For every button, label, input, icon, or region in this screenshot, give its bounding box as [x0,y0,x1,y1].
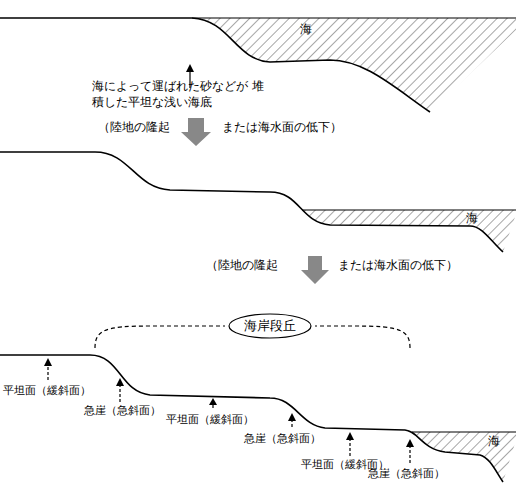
sea-level-note: または海水面の低下） [222,120,342,135]
cliff-label: 急崖（急斜面） [84,404,161,418]
sea-label: 海 [488,434,500,449]
sea-label: 海 [300,22,312,37]
uplift-note: （陸地の隆起 [98,120,170,135]
flat-surface-label: 平坦面（緩斜面） [166,413,254,427]
node-text: 海岸段丘 [244,317,296,335]
ellipse-shape [229,314,311,338]
sea-label: 海 [466,211,478,226]
sea-level-note: または海水面の低下） [338,258,458,273]
cliff-label: 急崖（急斜面） [368,467,445,481]
flat-surface-label: 平坦面（緩斜面） [3,384,91,398]
seafloor-note: 海によって運ばれた砂などが 堆積した平坦な浅い海底 [92,78,264,110]
terrace-ellipse: 海岸段丘 [228,313,312,339]
uplift-note: （陸地の隆起 [206,258,278,273]
cliff-label: 急崖（急斜面） [244,432,321,446]
